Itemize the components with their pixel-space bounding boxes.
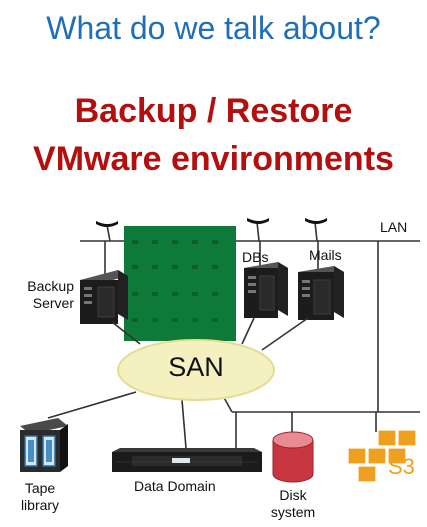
disk-system-icon [272, 431, 314, 483]
data-domain-label: Data Domain [134, 478, 216, 494]
tape-library-label-line-2: library [20, 497, 60, 513]
backup-server-label: Backup Server [4, 278, 74, 312]
storage-network-lines [232, 411, 420, 452]
lan-connector-marks [96, 218, 327, 227]
db-server-icon [244, 262, 288, 318]
backup-server-icon [80, 270, 128, 324]
san-cloud [117, 339, 275, 401]
mail-server-icon [298, 266, 344, 320]
tape-library-label: Tape library [10, 480, 70, 514]
s3-storage-icon [347, 429, 417, 483]
mails-label: Mails [309, 247, 342, 263]
san-connection-lines [47, 317, 309, 449]
dbs-label: DBs [242, 249, 269, 265]
disk-system-label-line-1: Disk [279, 487, 307, 503]
vmware-host-block [124, 226, 236, 341]
tape-library-label-line-1: Tape [24, 480, 56, 496]
s3-label: S3 [388, 454, 415, 479]
backup-server-label-line-1: Backup [27, 278, 74, 294]
backup-server-label-line-2: Server [32, 295, 74, 311]
page-title: What do we talk about? [46, 10, 381, 46]
lan-label: LAN [380, 219, 408, 235]
san-label: SAN [168, 352, 224, 382]
disk-system-label-line-2: system [270, 504, 316, 520]
headline-line-1: Backup / Restore [74, 92, 353, 130]
data-domain-appliance-icon [112, 448, 262, 472]
tape-library-icon [20, 418, 68, 472]
disk-system-label: Disk system [262, 487, 324, 521]
headline-line-2: VMware environments [33, 140, 394, 178]
